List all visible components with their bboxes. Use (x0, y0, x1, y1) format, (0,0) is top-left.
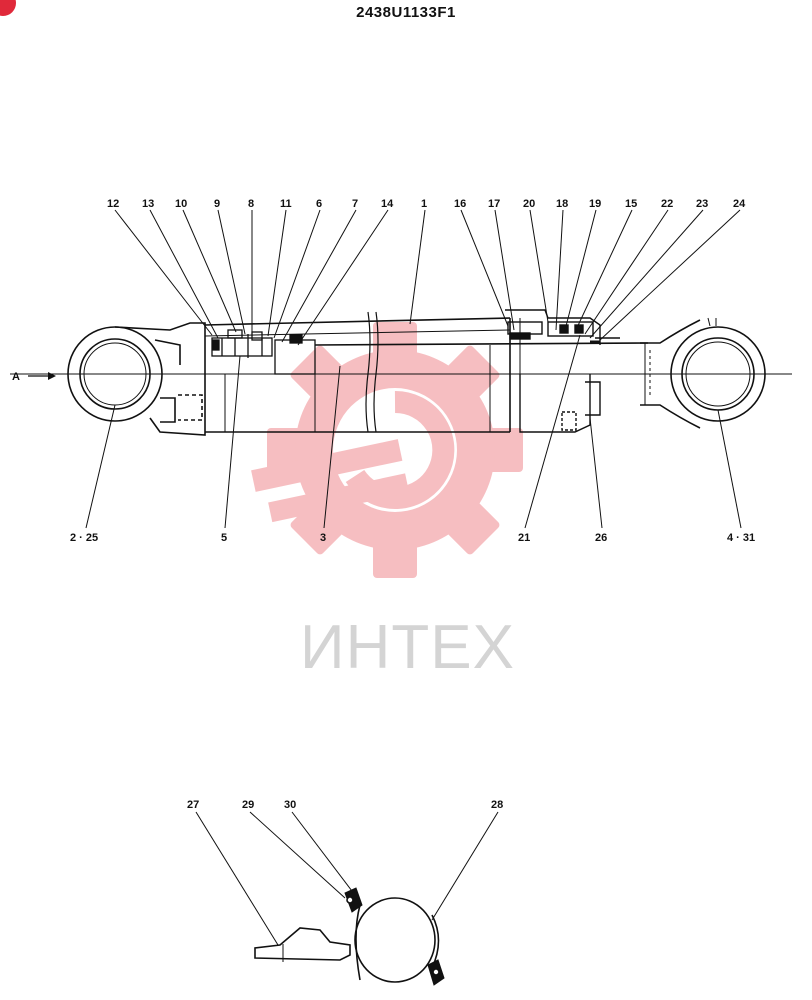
callout-2-25: 2 · 25 (70, 532, 98, 544)
callout-5: 5 (221, 532, 227, 544)
detail-view (254, 887, 445, 986)
callout-27: 27 (187, 799, 199, 811)
callout-19: 19 (589, 198, 601, 210)
corner-badge-icon (0, 0, 16, 16)
callout-24: 24 (733, 198, 746, 210)
detail-leader-lines (195, 811, 499, 946)
watermark-text: ИНТЕХ (300, 613, 515, 682)
bottom-callouts: 2 · 25 5 3 21 26 4 · 31 (70, 532, 755, 544)
callout-3: 3 (320, 532, 326, 544)
callout-20: 20 (523, 198, 535, 210)
callout-14: 14 (381, 198, 394, 210)
callout-6: 6 (316, 198, 322, 210)
callout-22: 22 (661, 198, 673, 210)
callout-7: 7 (352, 198, 358, 210)
callout-17: 17 (488, 198, 500, 210)
callout-8: 8 (248, 198, 254, 210)
callout-26: 26 (595, 532, 607, 544)
callout-28: 28 (491, 799, 503, 811)
callout-18: 18 (556, 198, 568, 210)
callout-10: 10 (175, 198, 187, 210)
callout-15: 15 (625, 198, 637, 210)
break-marks (365, 311, 379, 433)
drawing-title: 2438U1133F1 (356, 4, 456, 21)
view-arrow-icon (28, 372, 56, 380)
callout-9: 9 (214, 198, 220, 210)
callout-4-31: 4 · 31 (727, 532, 755, 544)
callout-16: 16 (454, 198, 466, 210)
callout-29: 29 (242, 799, 254, 811)
callout-12: 12 (107, 198, 119, 210)
watermark-gear-icon (251, 322, 523, 578)
top-callouts: 12 13 10 9 8 11 6 7 14 1 16 17 20 18 19 … (107, 198, 746, 210)
callout-23: 23 (696, 198, 708, 210)
callout-13: 13 (142, 198, 154, 210)
head-eye (67, 322, 206, 436)
callout-21: 21 (518, 532, 530, 544)
callout-11: 11 (280, 198, 292, 210)
leader-lines (85, 209, 742, 529)
view-arrow-label: A (12, 371, 20, 383)
detail-callouts: 27 29 30 28 (187, 799, 503, 811)
callout-30: 30 (284, 799, 296, 811)
callout-1: 1 (421, 198, 427, 210)
rod-eye (640, 317, 766, 429)
rod-guide (505, 309, 620, 433)
